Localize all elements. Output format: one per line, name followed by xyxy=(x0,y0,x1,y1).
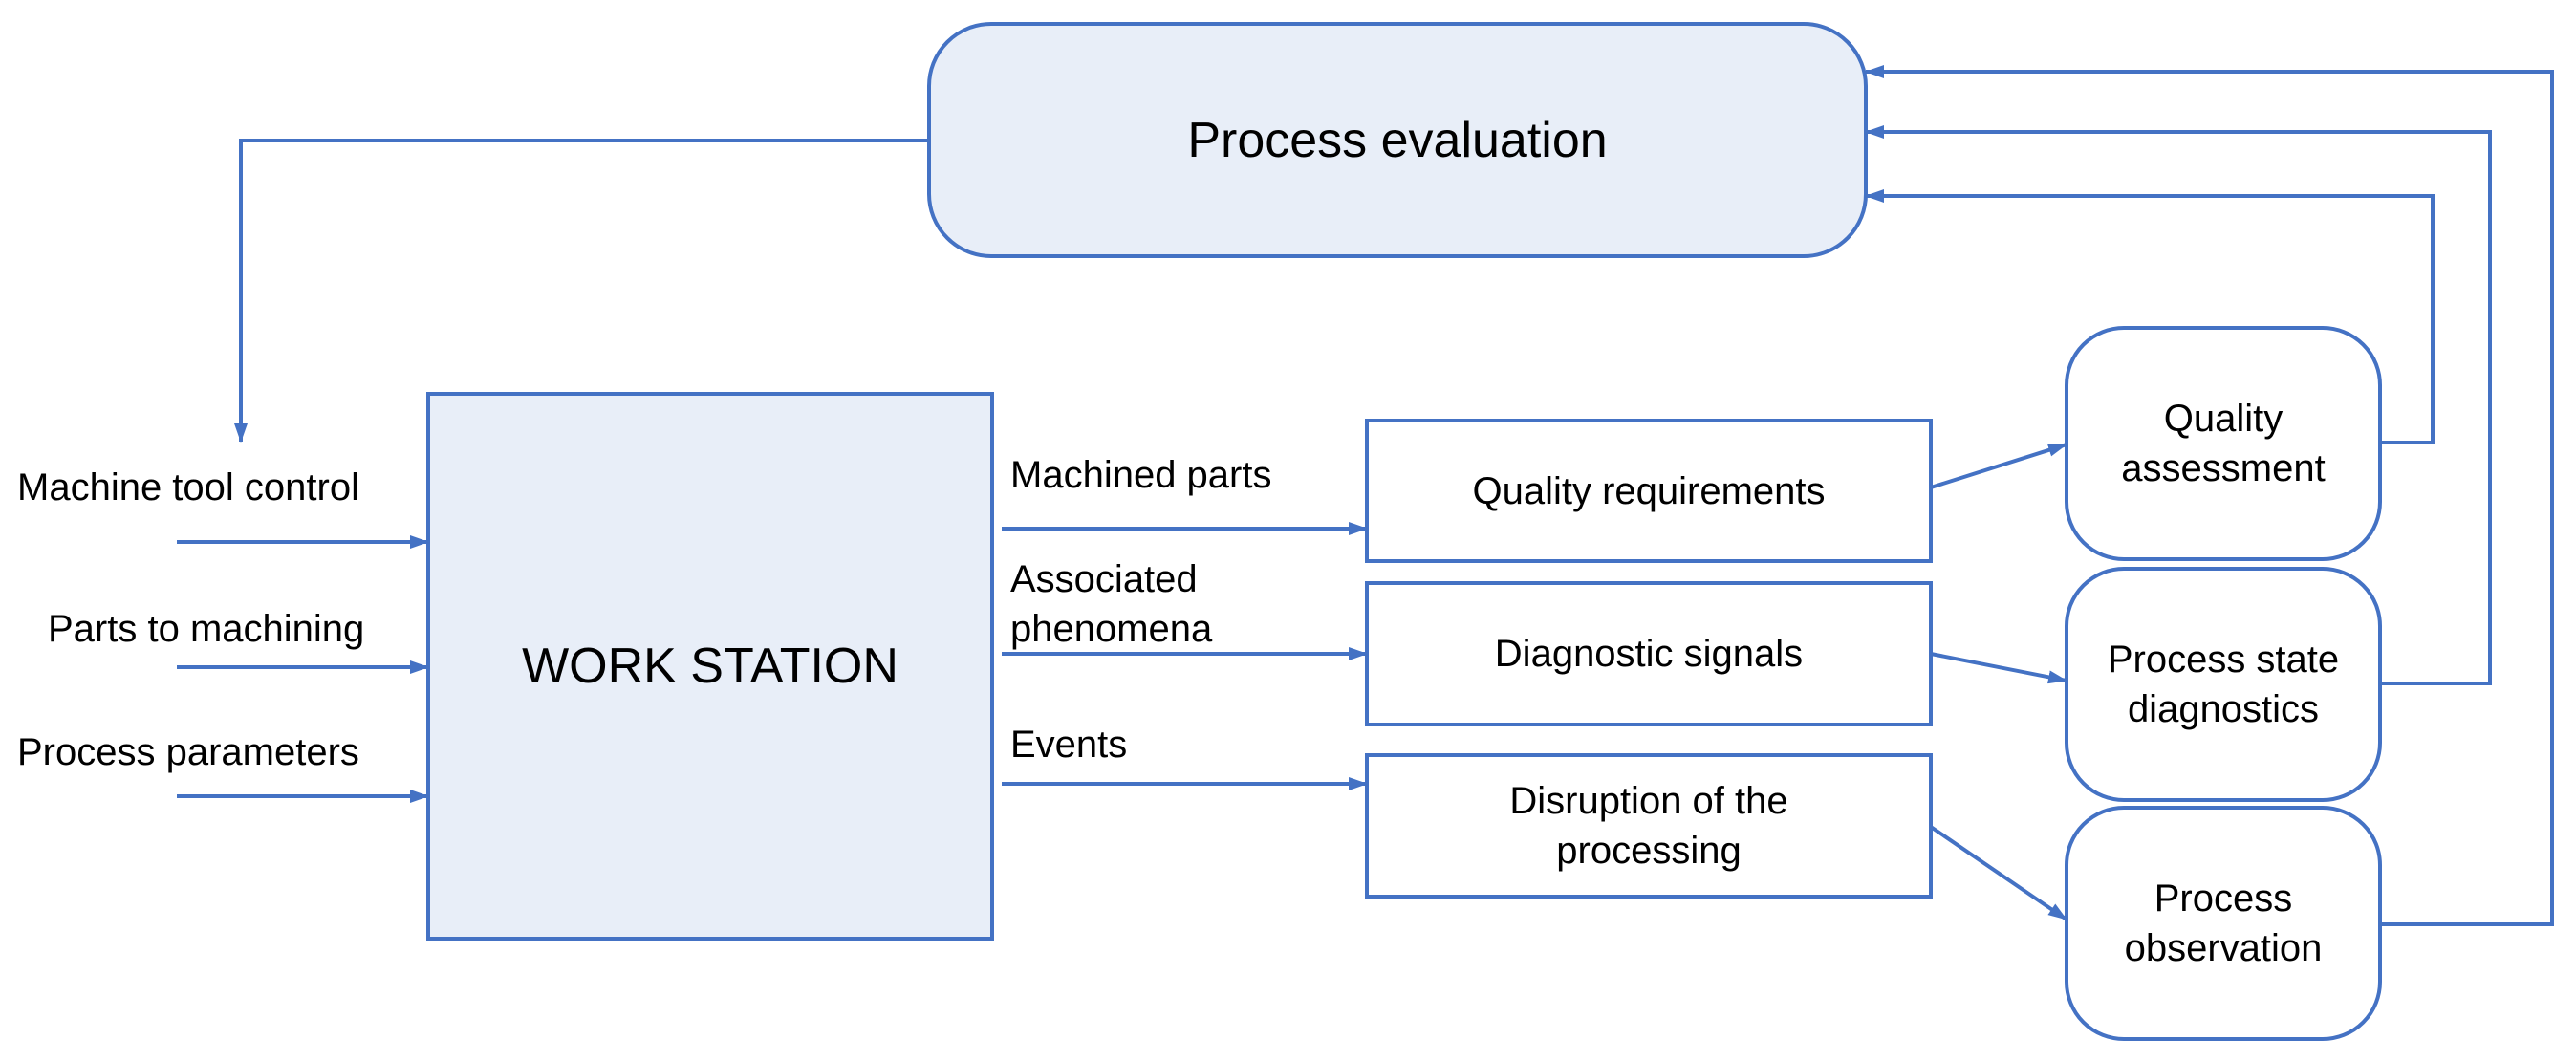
work-station-box xyxy=(426,392,994,941)
quality-requirements-text: Quality requirements xyxy=(1472,469,1826,512)
return-arrow-observation xyxy=(1865,65,2554,926)
disruption-text-line1: Disruption of the xyxy=(1509,780,1788,822)
work-station-text: WORK STATION xyxy=(522,639,898,694)
quality-assessment-label: Quality assessment xyxy=(2067,328,2380,559)
diagnostic-signals-box xyxy=(1365,581,1933,726)
input-label-machine-tool: Machine tool control xyxy=(17,466,359,509)
process-state-text-line1: Process state xyxy=(2107,639,2340,681)
work-station-label: WORK STATION xyxy=(428,394,992,939)
quality-assessment-text-line2: assessment xyxy=(2121,447,2326,489)
input-label-parameters: Process parameters xyxy=(17,731,359,773)
quality-requirements-label: Quality requirements xyxy=(1367,421,1931,561)
diagnostic-signals-label: Diagnostic signals xyxy=(1367,583,1931,725)
return-arrow-quality xyxy=(1865,189,2435,444)
disruption-text-line2: processing xyxy=(1556,830,1742,872)
output-label-machined-parts: Machined parts xyxy=(1010,454,1272,496)
disruption-box xyxy=(1365,753,1933,899)
feedback-arrow xyxy=(234,139,929,443)
quality-assessment-text-line1: Quality xyxy=(2163,398,2284,440)
output-label-events: Events xyxy=(1010,724,1128,766)
arrow-to-process-observation xyxy=(1929,825,2068,921)
process-state-label: Process state diagnostics xyxy=(2067,569,2380,800)
input-label-parts: Parts to machining xyxy=(48,608,365,650)
process-evaluation-text: Process evaluation xyxy=(1187,112,1608,168)
process-observation-label: Process observation xyxy=(2067,808,2380,1039)
process-observation-text-line1: Process xyxy=(2154,877,2293,920)
process-evaluation-label: Process evaluation xyxy=(929,24,1866,256)
output-label-phenomena-line1: Associated xyxy=(1010,558,1198,600)
quality-requirements-box xyxy=(1365,419,1933,563)
process-state-text-line2: diagnostics xyxy=(2127,688,2320,730)
return-arrow-state xyxy=(1865,125,2492,685)
output-label-phenomena-line2: phenomena xyxy=(1010,608,1213,650)
process-observation-text-line2: observation xyxy=(2124,927,2323,969)
diagnostic-signals-text: Diagnostic signals xyxy=(1494,633,1804,675)
arrow-to-quality-assessment xyxy=(1930,443,2067,489)
disruption-label: Disruption of the processing xyxy=(1367,755,1931,897)
arrow-to-process-state xyxy=(1930,652,2067,684)
